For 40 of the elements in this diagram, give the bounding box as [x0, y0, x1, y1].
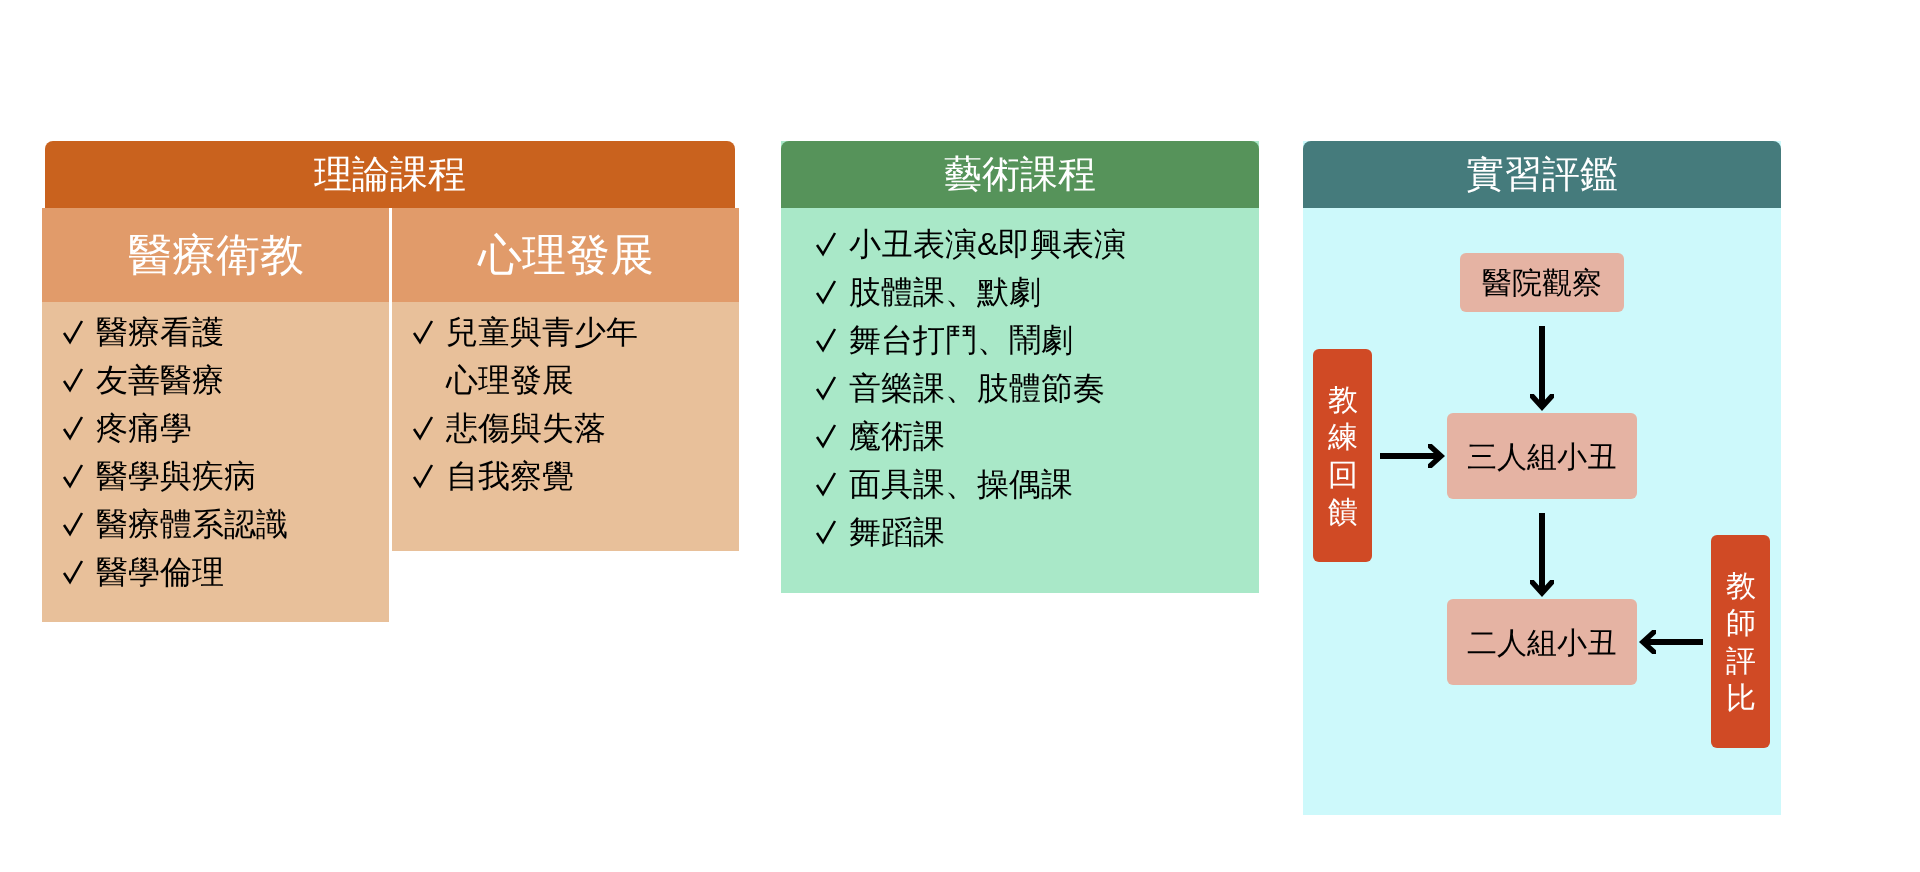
column-heading: 醫療衛教: [127, 229, 304, 281]
input-label: 教師評比: [1725, 567, 1756, 716]
arrow: [1527, 326, 1557, 410]
course-column: [392, 208, 739, 551]
list-item-text: 醫學倫理: [96, 553, 224, 592]
list-item-text: 魔術課: [849, 417, 945, 456]
header-band: [45, 141, 735, 208]
list-item-text: 疼痛學: [96, 409, 192, 448]
list-item-text: 小丑表演&即興表演: [849, 225, 1127, 264]
step-box: [1447, 599, 1637, 685]
list-item-text: 舞台打鬥、鬧劇: [849, 321, 1073, 360]
step-box: [1460, 253, 1624, 312]
arrow: [1380, 441, 1444, 471]
header-text: 藝術課程: [944, 152, 1096, 197]
course-column: [42, 208, 389, 622]
list-item-text: 醫學與疾病: [96, 457, 256, 496]
course-panel: [1303, 141, 1781, 815]
input-box: [1313, 349, 1372, 562]
input-label: 教練回饋: [1327, 381, 1358, 530]
list-item-text: 醫療體系認識: [96, 505, 288, 544]
list-item-text: 醫療看護: [96, 313, 224, 352]
step-label: 三人組小丑: [1467, 438, 1617, 475]
list-item-text: 面具課、操偶課: [849, 465, 1073, 504]
arrow: [1527, 513, 1557, 596]
list-item-text: 肢體課、默劇: [849, 273, 1041, 312]
list-item-text: 自我察覺: [446, 457, 574, 496]
header-text: 實習評鑑: [1466, 152, 1618, 197]
list-item-text: 兒童與青少年心理發展: [446, 313, 639, 400]
step-label: 二人組小丑: [1467, 624, 1617, 661]
column-heading: 心理發展: [477, 229, 654, 281]
course-panel: [781, 141, 1259, 593]
arrow: [1640, 627, 1703, 657]
list-item-text: 舞蹈課: [849, 513, 945, 552]
list-item-text: 音樂課、肢體節奏: [849, 369, 1105, 408]
list-item-text: 友善醫療: [96, 361, 224, 400]
step-box: [1447, 413, 1637, 499]
input-box: [1711, 535, 1770, 748]
step-label: 醫院觀察: [1482, 265, 1602, 301]
list-item-text: 悲傷與失落: [446, 409, 606, 448]
header-text: 理論課程: [314, 152, 466, 197]
